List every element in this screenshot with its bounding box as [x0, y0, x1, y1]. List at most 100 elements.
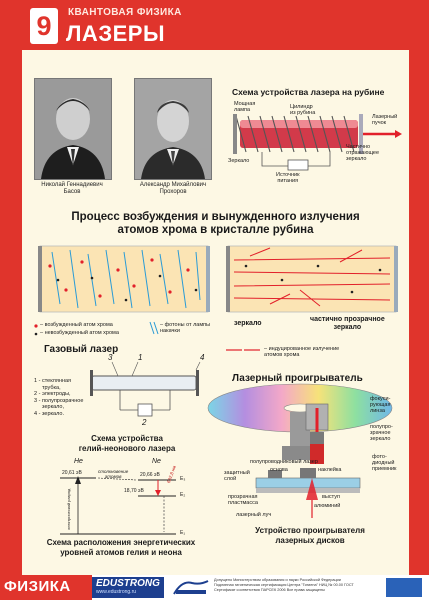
ruby-lamp-label-1: Мощная: [234, 101, 256, 107]
legend-induced-2: атомов хрома: [264, 352, 300, 358]
energy-level-e1: E₁: [180, 530, 186, 536]
footer-note-1: Допущено Министерством образования и нау…: [214, 578, 341, 582]
gas-number-2: 2: [142, 418, 147, 427]
energy-caption: Схема расположения энергетических уровне…: [26, 538, 216, 557]
gas-number-4: 4: [200, 353, 205, 362]
caption-basov: Николай Геннадиевич Басов: [30, 182, 114, 196]
player-semi-mirror-1: полупро-: [370, 424, 393, 430]
footer-subject: ФИЗИКА: [4, 578, 71, 595]
player-semiconductor-laser: полупроводниковый лазер: [250, 459, 318, 465]
player-semi-mirror-3: зеркало: [370, 436, 391, 442]
ruby-power-label: Источник питания: [276, 172, 299, 184]
process-partial-mirror-label-1: частично прозрачное: [310, 316, 385, 323]
basov-first-names: Николай Геннадиевич: [41, 182, 103, 188]
player-focus-lens-2: рующая: [370, 402, 391, 408]
footer-note-2: Подлинная гигиеническая сертификация Цен…: [214, 583, 354, 587]
edu-emblem-icon: [386, 578, 422, 597]
process-title: Процесс возбуждения и вынужденного излуч…: [22, 211, 409, 237]
energy-level-e3: E₃: [180, 476, 186, 482]
energy-level-drawing: [60, 476, 176, 535]
legend-pump-photons-2: накачки: [160, 328, 180, 334]
ruby-mirror-label: Зеркало: [228, 158, 250, 164]
energy-caption-2: уровней атомов гелия и неона: [60, 547, 182, 557]
portrait-basov: [34, 78, 112, 180]
ruby-partial-mirror-label-2: отражающее: [346, 150, 380, 156]
ruby-cylinder-label-1: Цилиндр: [290, 104, 313, 110]
gas-legend-2: 2 - электроды,: [34, 391, 71, 397]
player-semi-mirror-2: зрачное: [370, 430, 391, 436]
gas-legend-1b: трубка,: [42, 384, 61, 391]
footer-note-3: Сертификат соответствия ПАРСЕК 2006 Все …: [214, 588, 325, 592]
player-title: Лазерный проигрыватель: [232, 373, 363, 384]
player-photodiode-2: диодный: [372, 460, 395, 466]
caption-prokhorov: Александр Михайлович Прохоров: [128, 182, 218, 196]
energy-ne: Ne: [152, 458, 161, 465]
legend-pump-photons-1: – фотоны от лампы: [160, 322, 211, 328]
legend-induced: – индуцированное излучение атомов хрома: [264, 346, 339, 358]
ruby-beam-label: Лазерный пучок: [372, 114, 397, 126]
ruby-beam-label-2: пучок: [372, 120, 387, 126]
energy-ne-lower: 18,70 эВ: [124, 488, 144, 494]
ruby-power-label-2: питания: [277, 178, 299, 184]
player-caption: Устройство проигрывателя лазерных дисков: [230, 526, 390, 545]
footer-bar: ФИЗИКА EDUSTRONG www.edustrong.ru Допуще…: [0, 575, 429, 600]
right-border: [409, 50, 429, 575]
chapter-number: 9: [30, 8, 58, 44]
gas-number-1: 1: [138, 353, 143, 362]
publisher-name: EDUSTRONG: [96, 578, 160, 589]
player-semi-mirror: полупро- зрачное зеркало: [370, 424, 393, 442]
ruby-partial-mirror-label-3: зеркало: [346, 156, 367, 162]
gas-legend-4: 4 - зеркало.: [34, 410, 64, 417]
process-partial-mirror-label: частично прозрачное зеркало: [310, 316, 385, 332]
gas-laser-drawing: [90, 361, 201, 417]
prokhorov-first-names: Александр Михайлович: [139, 182, 207, 188]
player-focus-lens-3: линза: [370, 408, 385, 414]
player-base: основа: [270, 467, 288, 473]
legend-ground: – невозбужденный атом хрома: [40, 330, 119, 336]
ruby-title: Схема устройства лазера на рубине: [232, 87, 385, 97]
player-protect-layer-2: слой: [224, 476, 237, 482]
ruby-laser-drawing: [233, 114, 402, 171]
player-bump: выступ: [322, 494, 340, 500]
player-protect-layer: защитный слой: [224, 470, 250, 482]
energy-collision-1: столкновение: [98, 469, 129, 474]
player-sticker: наклейка: [318, 467, 342, 473]
publisher-logo: EDUSTRONG www.edustrong.ru: [92, 577, 164, 598]
gas-caption-1: Схема устройства: [91, 434, 163, 443]
legend-excited: – возбужденный атом хрома: [40, 322, 113, 328]
gas-legend-1: 1 - стеклянная: [34, 378, 71, 384]
energy-collision-label: столкновение атомов: [98, 469, 128, 479]
header-bar: 9 КВАНТОВАЯ ФИЗИКА ЛАЗЕРЫ: [0, 0, 429, 50]
player-focus-lens: фокуси- рующая линза: [370, 396, 390, 414]
process-title-line-2: атомов хрома в кристалле рубина: [117, 224, 314, 236]
gas-caption: Схема устройства гелий-неонового лазера: [60, 434, 194, 453]
player-plastic-1: прозрачная: [228, 494, 258, 500]
left-border: [0, 50, 22, 575]
gas-legend-3: 3 - полупрозрачное: [34, 397, 84, 404]
gas-legend: 1 - стеклянная трубка, 2 - электроды, 3 …: [34, 378, 83, 417]
player-caption-2: лазерных дисков: [275, 535, 345, 545]
energy-he-level: 20,61 эВ: [62, 470, 82, 476]
ruby-beam-label-1: Лазерный: [372, 114, 398, 120]
ruby-cylinder-label-2: из рубина: [290, 110, 316, 116]
legend-induced-1: – индуцированное излучение: [264, 346, 340, 352]
player-protect-layer-1: защитный: [224, 470, 250, 476]
player-drawing: [207, 383, 393, 518]
ruby-power-label-1: Источник: [276, 172, 300, 178]
player-plastic: прозрачная пластмасса: [228, 494, 258, 506]
prokhorov-surname: Прохоров: [159, 189, 187, 195]
process-legend-markers: [34, 321, 260, 351]
ruby-cylinder-label: Цилиндр из рубина: [290, 104, 315, 116]
player-photodiode-3: приемник: [372, 466, 397, 472]
ruby-lamp-label-2: лампа: [234, 107, 251, 113]
parsek-logo-icon: [170, 577, 212, 598]
player-focus-lens-1: фокуси-: [370, 396, 391, 402]
player-aluminum: алюминий: [314, 503, 341, 509]
gas-legend-3b: зеркало,: [42, 404, 65, 410]
